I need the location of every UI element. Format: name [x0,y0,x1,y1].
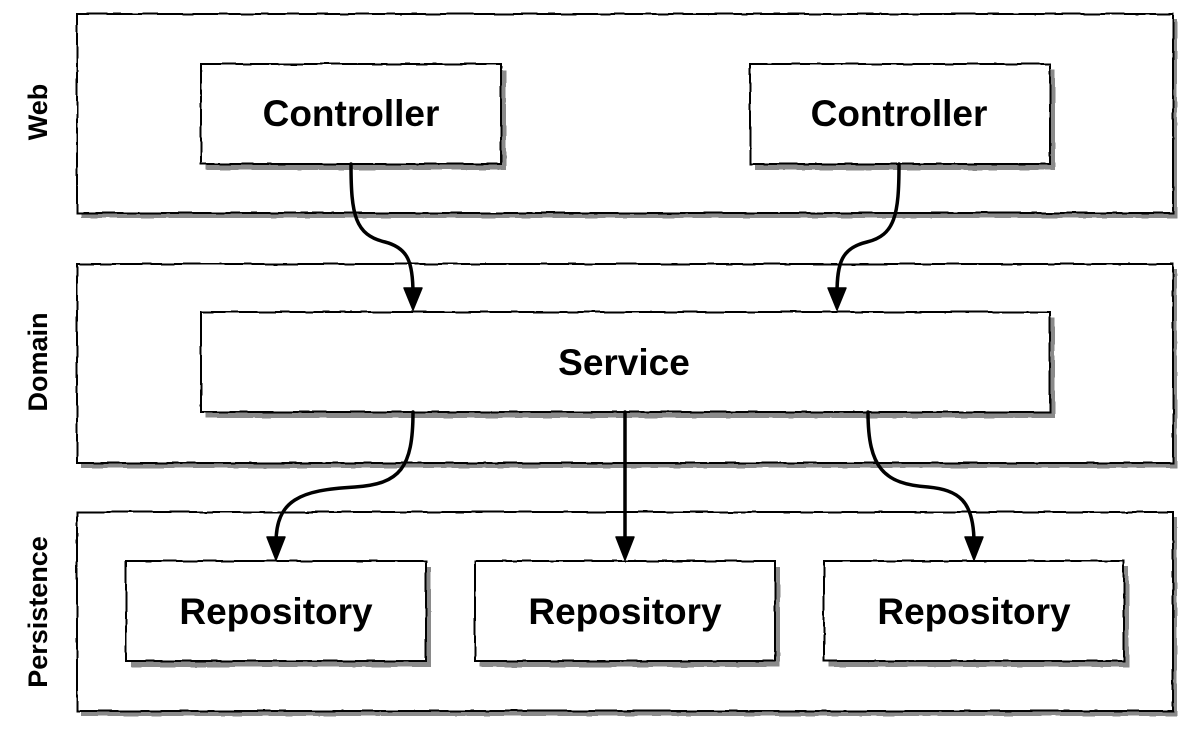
controller-right-box: Controller [749,63,1055,170]
layer-domain-label: Domain [23,312,53,411]
arrow-controller-right-to-service [835,162,901,296]
repository-middle-frame [474,560,776,662]
controller-left-frame [200,63,502,165]
repository-right-frame [823,560,1125,662]
arrowhead-repository-middle [615,536,635,561]
repository-right-label: Repository [877,591,1071,632]
arrowhead-repository-left [266,536,286,561]
service-label: Service [558,342,690,383]
controller-right-frame [749,63,1051,165]
repository-left-label: Repository [179,591,373,632]
repository-left-frame [125,560,427,662]
service-frame [200,311,1051,413]
arrow-service-to-repository-left [274,410,415,545]
controller-left-box: Controller [200,63,506,170]
controller-left-label: Controller [263,93,440,134]
arrow-service-to-repository-right [866,410,976,545]
arrowhead-repository-right [964,536,984,561]
arrowhead-controller-right [827,287,847,311]
repository-middle-label: Repository [528,591,722,632]
layer-persistence-label: Persistence [23,536,53,688]
arrowhead-controller-left [403,287,423,311]
repository-middle-box: Repository [474,560,780,667]
repository-left-box: Repository [125,560,431,667]
layer-web-label: Web [23,84,53,141]
service-box: Service [200,311,1055,418]
arrow-controller-left-to-service [349,162,415,296]
controller-right-label: Controller [811,93,988,134]
repository-right-box: Repository [823,560,1129,667]
